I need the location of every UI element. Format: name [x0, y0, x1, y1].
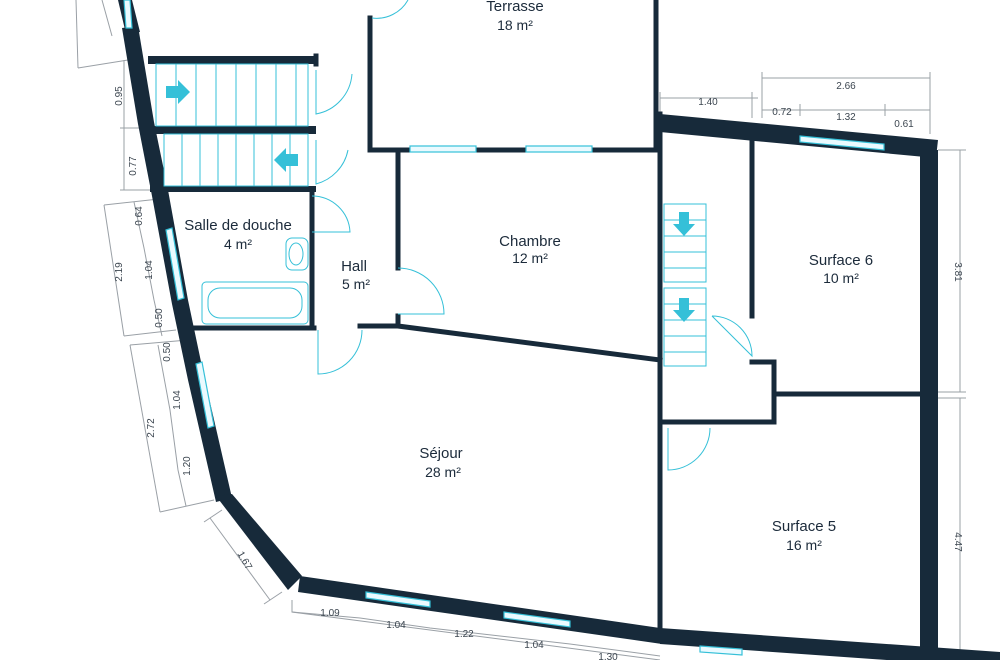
dimension-label: 1.04 — [144, 260, 155, 280]
room-name: Surface 5 — [772, 518, 836, 535]
room-salle-de-douche: Salle de douche 4 m² — [184, 217, 292, 252]
room-name: Surface 6 — [809, 252, 873, 269]
dimension-lines — [75, 0, 966, 660]
room-hall: Hall 5 m² — [341, 258, 370, 292]
dimension-label: 0.77 — [128, 156, 139, 176]
dimension-label: 1.04 — [386, 620, 406, 631]
dimension-label: 0.95 — [114, 86, 125, 106]
room-area: 16 m² — [786, 537, 822, 553]
arrow-down-icon — [673, 212, 695, 236]
dimension-labels: 0.95 0.77 0.64 2.19 1.04 0.50 0.50 2.72 … — [114, 81, 963, 660]
room-area: 12 m² — [512, 250, 548, 266]
room-area: 4 m² — [224, 236, 252, 252]
dimension-label: 0.50 — [162, 342, 173, 362]
room-name: Salle de douche — [184, 217, 292, 234]
dimension-label: 1.09 — [320, 608, 340, 619]
dimension-label: 0.72 — [772, 107, 792, 118]
dimension-label: 4.47 — [952, 532, 963, 552]
dimension-label: 0.50 — [154, 308, 165, 328]
dimension-label: 1.20 — [182, 456, 193, 476]
room-surface-6: Surface 6 10 m² — [809, 252, 873, 286]
washbasin-icon — [285, 237, 309, 271]
dimension-label: 1.40 — [698, 97, 718, 108]
room-area: 18 m² — [497, 17, 533, 33]
room-chambre: Chambre 12 m² — [499, 233, 561, 266]
room-area: 28 m² — [425, 464, 461, 480]
room-name: Hall — [341, 258, 367, 275]
arrow-right-icon — [166, 80, 190, 104]
windows — [123, 0, 885, 656]
room-name: Terrasse — [486, 0, 544, 15]
dimension-label: 0.64 — [134, 206, 145, 226]
dimension-label: 1.30 — [598, 652, 618, 660]
arrow-left-icon — [274, 148, 298, 172]
dimension-label: 0.61 — [894, 119, 914, 130]
dimension-label: 2.19 — [114, 262, 125, 282]
dimension-label: 2.66 — [836, 81, 856, 92]
dimension-label: 3.81 — [952, 262, 963, 282]
doors — [311, 0, 753, 471]
room-area: 10 m² — [823, 270, 859, 286]
dimension-label: 1.67 — [235, 550, 254, 573]
dimension-label: 1.04 — [172, 390, 183, 410]
room-name: Chambre — [499, 233, 561, 250]
room-terrasse: Terrasse 18 m² — [486, 0, 544, 33]
interior-walls — [189, 0, 923, 639]
room-surface-5: Surface 5 16 m² — [772, 518, 836, 553]
room-sejour: Séjour 28 m² — [419, 445, 462, 480]
room-area: 5 m² — [342, 276, 370, 292]
room-name: Séjour — [419, 445, 462, 462]
dimension-label: 1.04 — [524, 640, 544, 651]
dimension-label: 1.22 — [454, 629, 474, 640]
arrow-down-icon — [673, 298, 695, 322]
dimension-label: 1.32 — [836, 112, 856, 123]
bathtub-icon — [201, 281, 309, 325]
dimension-label: 2.72 — [146, 418, 157, 438]
